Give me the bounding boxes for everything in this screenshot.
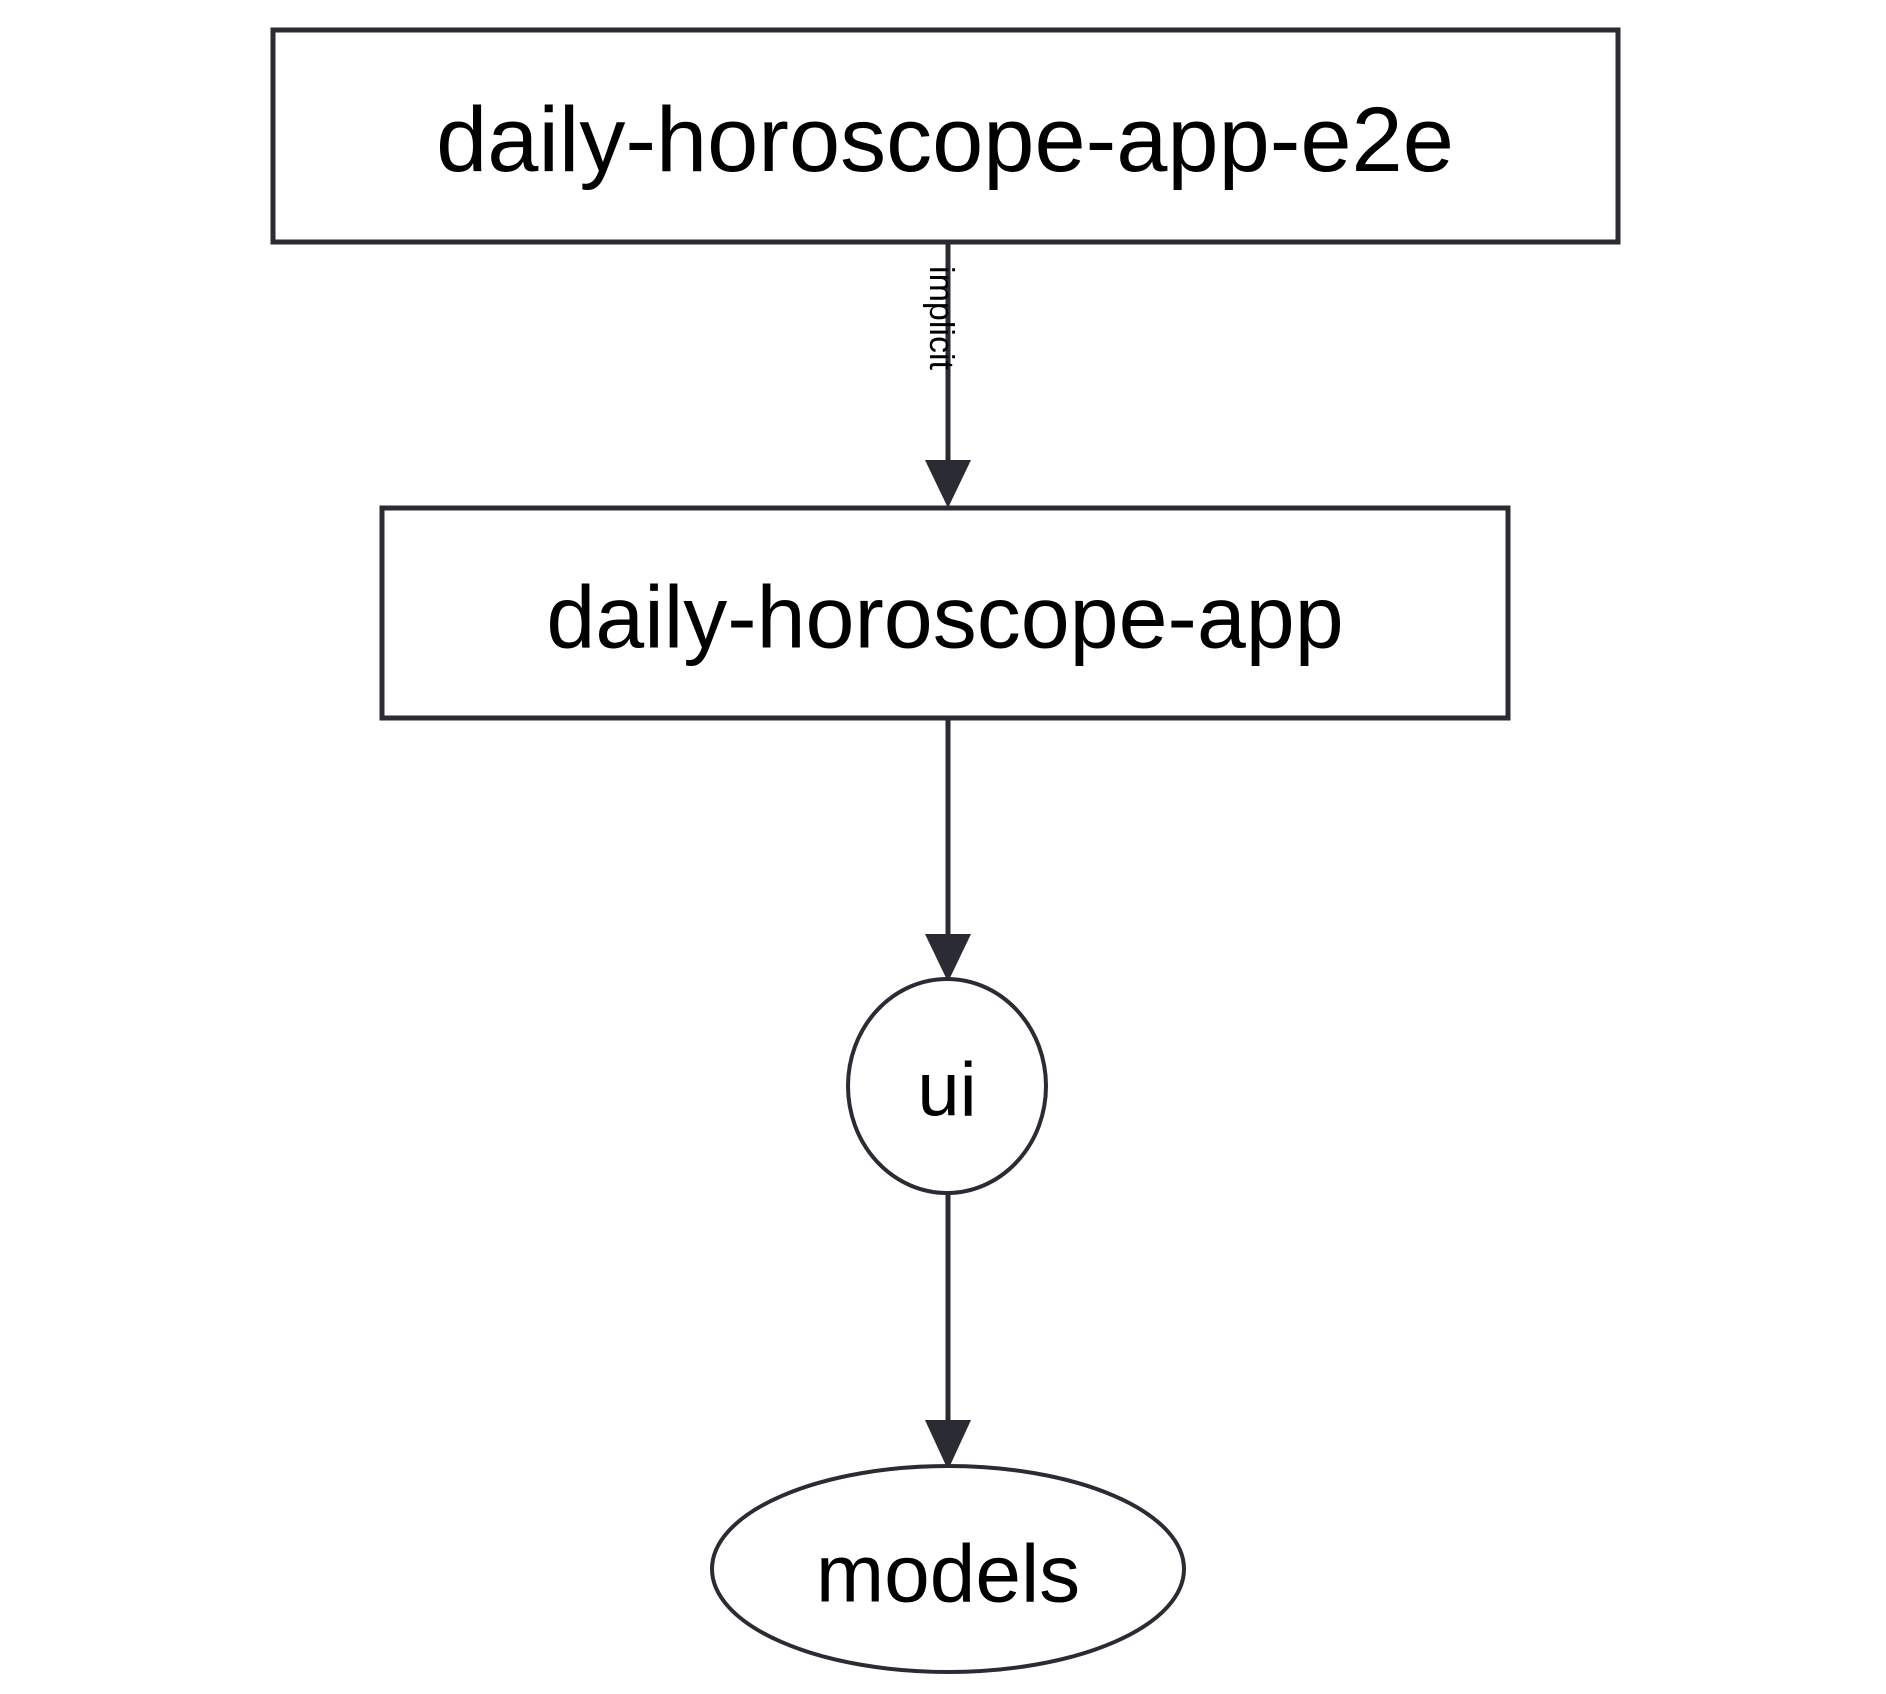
node-shape-circle bbox=[846, 977, 1048, 1195]
edge-ui-to-models[interactable] bbox=[925, 1193, 971, 1470]
node-daily-horoscope-app[interactable]: daily-horoscope-app bbox=[379, 505, 1511, 721]
arrowhead-icon bbox=[925, 1420, 971, 1470]
node-label-daily-horoscope-app: daily-horoscope-app bbox=[546, 568, 1343, 667]
edge-label-implicit: implicit bbox=[922, 266, 960, 370]
node-models[interactable]: models bbox=[710, 1464, 1186, 1674]
edge-e2e-to-app[interactable]: implicit bbox=[922, 242, 971, 508]
arrowhead-icon bbox=[925, 934, 971, 982]
node-label-daily-horoscope-app-e2e: daily-horoscope-app-e2e bbox=[436, 89, 1454, 191]
node-daily-horoscope-app-e2e[interactable]: daily-horoscope-app-e2e bbox=[270, 27, 1621, 245]
node-shape-rectangle bbox=[270, 27, 1621, 245]
node-ui[interactable]: ui bbox=[846, 977, 1048, 1195]
node-shape-ellipse bbox=[710, 1464, 1186, 1674]
arrowhead-icon bbox=[925, 460, 971, 508]
node-label-models: models bbox=[816, 1529, 1080, 1620]
edge-app-to-ui[interactable] bbox=[925, 718, 971, 982]
node-shape-rectangle bbox=[379, 505, 1511, 721]
node-label-ui: ui bbox=[917, 1048, 976, 1133]
